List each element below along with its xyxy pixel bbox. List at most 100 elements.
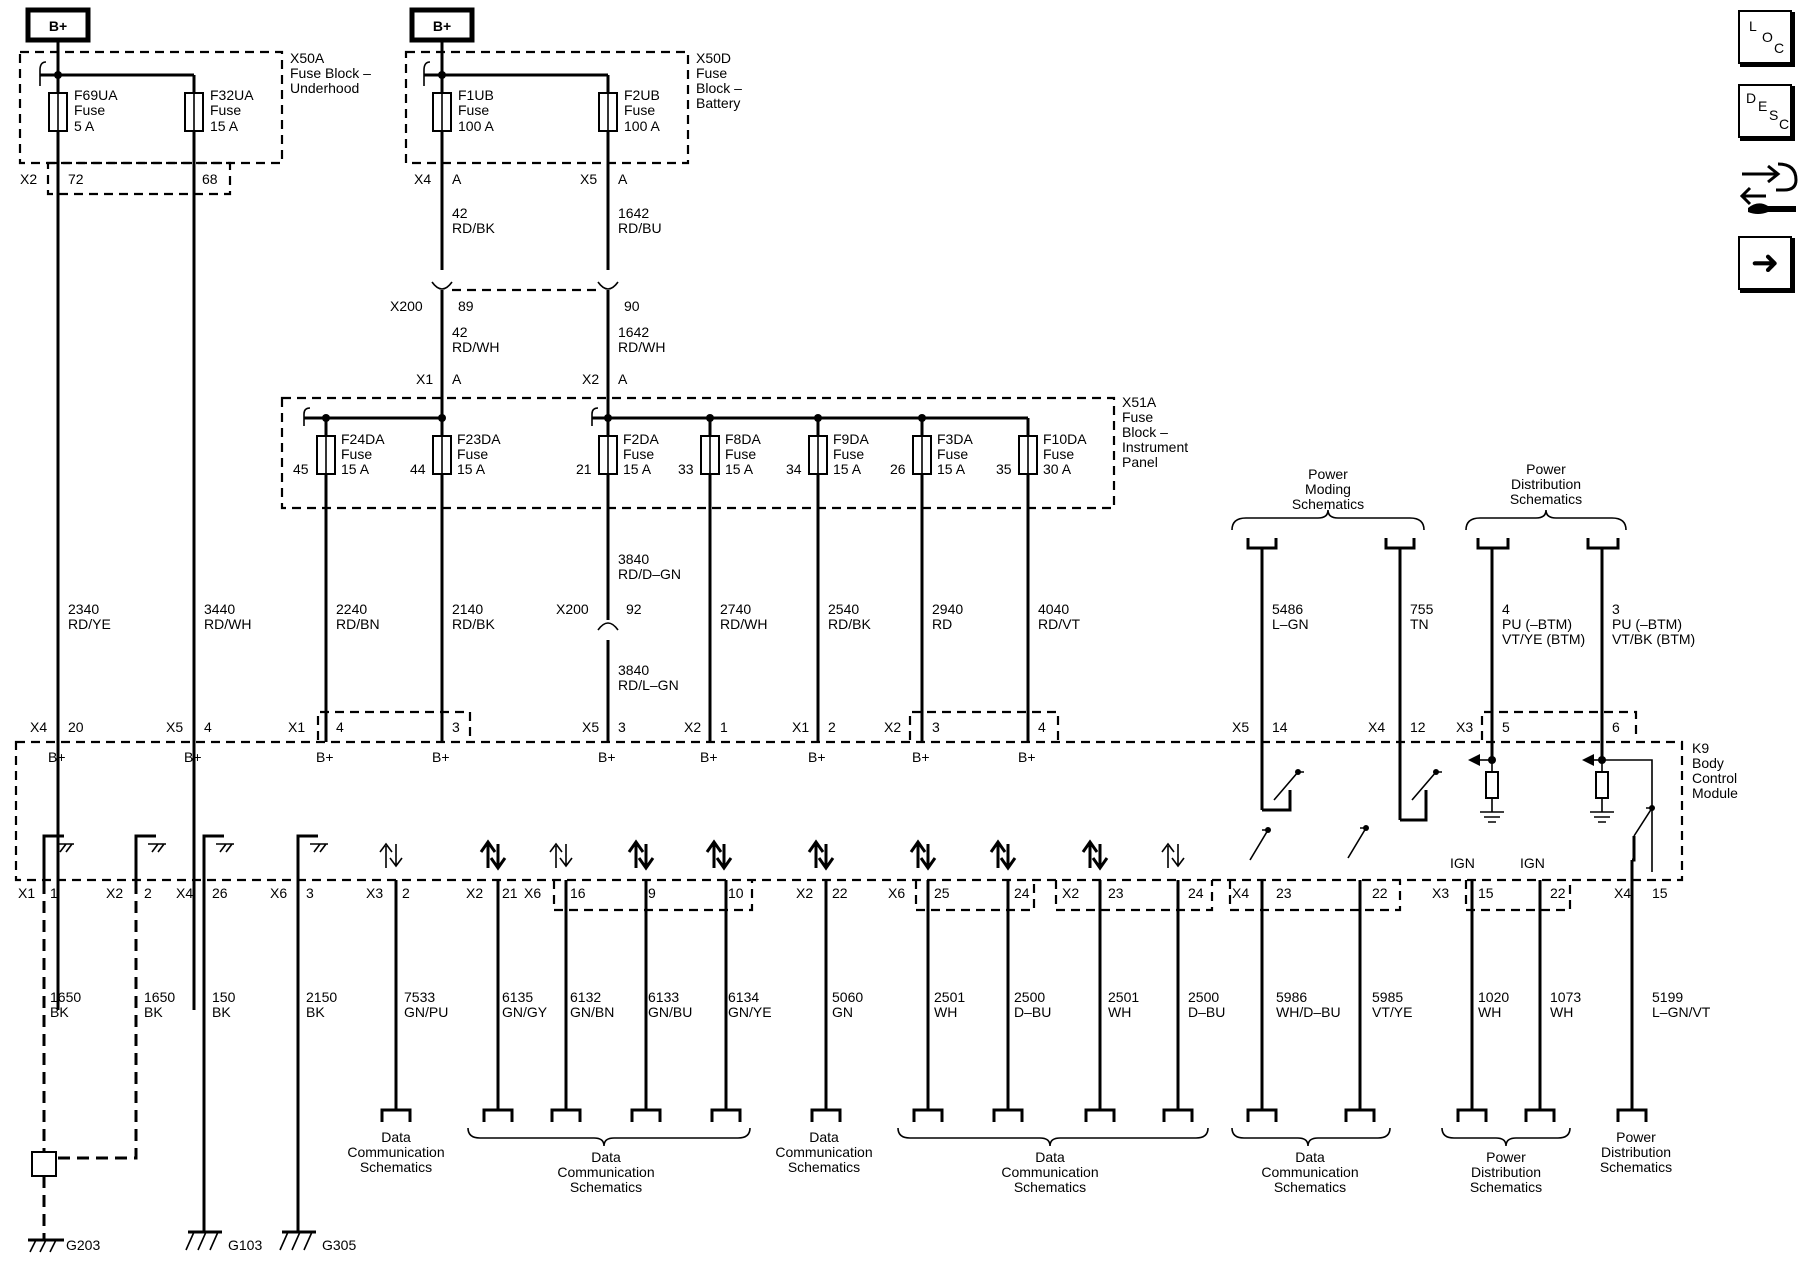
svg-text:X200: X200 xyxy=(390,298,423,314)
svg-text:Fuse: Fuse xyxy=(457,446,488,462)
x50a-labels: F69UA Fuse 5 A F32UA Fuse 15 A X50A Fuse… xyxy=(74,50,371,134)
svg-text:A: A xyxy=(618,171,628,187)
svg-text:F69UA: F69UA xyxy=(74,87,118,103)
svg-text:X4: X4 xyxy=(30,719,47,735)
svg-text:3: 3 xyxy=(452,719,460,735)
svg-text:Schematics: Schematics xyxy=(360,1159,432,1175)
svg-text:Module: Module xyxy=(1692,785,1738,801)
svg-text:X2: X2 xyxy=(582,371,599,387)
svg-text:1642: 1642 xyxy=(618,205,649,221)
svg-text:G203: G203 xyxy=(66,1237,100,1253)
svg-text:2940: 2940 xyxy=(932,601,963,617)
svg-text:4: 4 xyxy=(1038,719,1046,735)
svg-text:Power: Power xyxy=(1616,1129,1656,1145)
loc-letter: O xyxy=(1762,29,1773,45)
k9-body-control-module-outline xyxy=(14,740,1684,882)
svg-text:Battery: Battery xyxy=(696,95,740,111)
svg-text:VT/BK (BTM): VT/BK (BTM) xyxy=(1612,631,1695,647)
svg-text:22: 22 xyxy=(1372,885,1388,901)
svg-text:2: 2 xyxy=(144,885,152,901)
svg-text:90: 90 xyxy=(624,298,640,314)
svg-text:1650: 1650 xyxy=(144,989,175,1005)
svg-text:14: 14 xyxy=(1272,719,1288,735)
svg-text:PU (–BTM): PU (–BTM) xyxy=(1612,616,1682,632)
svg-text:Distribution: Distribution xyxy=(1471,1164,1541,1180)
svg-text:44: 44 xyxy=(410,461,426,477)
svg-text:X2: X2 xyxy=(1062,885,1079,901)
svg-text:23: 23 xyxy=(1108,885,1124,901)
svg-text:X4: X4 xyxy=(176,885,193,901)
svg-text:X2: X2 xyxy=(884,719,901,735)
svg-text:5: 5 xyxy=(1502,719,1510,735)
svg-text:X3: X3 xyxy=(366,885,383,901)
svg-text:100 A: 100 A xyxy=(458,118,494,134)
svg-text:Distribution: Distribution xyxy=(1601,1144,1671,1160)
svg-text:Schematics: Schematics xyxy=(1274,1179,1346,1195)
svg-text:5985: 5985 xyxy=(1372,989,1403,1005)
svg-text:GN/PU: GN/PU xyxy=(404,1004,448,1020)
svg-text:12: 12 xyxy=(1410,719,1426,735)
b-plus-right: B+ xyxy=(409,7,475,43)
svg-text:3: 3 xyxy=(306,885,314,901)
svg-text:15 A: 15 A xyxy=(725,461,754,477)
svg-text:4040: 4040 xyxy=(1038,601,1069,617)
svg-text:23: 23 xyxy=(1276,885,1292,901)
svg-text:1073: 1073 xyxy=(1550,989,1581,1005)
svg-text:15 A: 15 A xyxy=(833,461,862,477)
svg-text:RD/WH: RD/WH xyxy=(452,339,499,355)
svg-text:24: 24 xyxy=(1014,885,1030,901)
svg-text:5060: 5060 xyxy=(832,989,863,1005)
svg-text:A: A xyxy=(618,371,628,387)
svg-text:F8DA: F8DA xyxy=(725,431,761,447)
svg-text:Power: Power xyxy=(1308,466,1348,482)
svg-text:2: 2 xyxy=(402,885,410,901)
next-arrow-button[interactable]: ➜ xyxy=(1738,236,1795,293)
svg-text:F2UB: F2UB xyxy=(624,87,660,103)
svg-text:10: 10 xyxy=(728,885,744,901)
svg-text:26: 26 xyxy=(212,885,228,901)
svg-text:X200: X200 xyxy=(556,601,589,617)
svg-text:Data: Data xyxy=(1295,1149,1325,1165)
svg-text:Fuse: Fuse xyxy=(1043,446,1074,462)
svg-text:X51A: X51A xyxy=(1122,394,1157,410)
svg-text:RD/BK: RD/BK xyxy=(452,220,495,236)
svg-text:Fuse: Fuse xyxy=(74,102,105,118)
svg-text:WH: WH xyxy=(1478,1004,1501,1020)
svg-text:GN/BN: GN/BN xyxy=(570,1004,614,1020)
svg-text:B+: B+ xyxy=(432,749,450,765)
svg-text:B+: B+ xyxy=(700,749,718,765)
svg-text:X4: X4 xyxy=(1368,719,1385,735)
svg-text:X6: X6 xyxy=(524,885,541,901)
svg-text:6134: 6134 xyxy=(728,989,759,1005)
svg-text:B+: B+ xyxy=(49,18,67,34)
x51a-fuse-block-outline xyxy=(280,396,1116,510)
svg-text:15 A: 15 A xyxy=(341,461,370,477)
svg-text:X5: X5 xyxy=(1232,719,1249,735)
svg-text:Data: Data xyxy=(1035,1149,1065,1165)
svg-text:4: 4 xyxy=(1502,601,1510,617)
data-comm-schematics-598x: Data Communication Schematics xyxy=(1261,1149,1358,1195)
svg-text:2501: 2501 xyxy=(1108,989,1139,1005)
splice-box xyxy=(31,1151,57,1177)
data-comm-schematics-613x: Data Communication Schematics xyxy=(557,1149,654,1195)
svg-text:X1: X1 xyxy=(18,885,35,901)
svg-text:5 A: 5 A xyxy=(74,118,95,134)
svg-text:B+: B+ xyxy=(48,749,66,765)
svg-text:GN: GN xyxy=(832,1004,853,1020)
desc-button[interactable]: D E S C xyxy=(1738,84,1795,141)
loc-button[interactable]: L O C xyxy=(1738,10,1795,67)
power-dist-schematics-label-top: Power Distribution Schematics xyxy=(1510,461,1582,507)
connector-wrench-icon[interactable] xyxy=(1738,156,1800,218)
svg-text:X4: X4 xyxy=(414,171,431,187)
svg-text:16: 16 xyxy=(570,885,586,901)
svg-text:WH/D–BU: WH/D–BU xyxy=(1276,1004,1341,1020)
loc-letter: C xyxy=(1774,40,1785,56)
svg-text:X3: X3 xyxy=(1432,885,1449,901)
svg-text:Data: Data xyxy=(809,1129,839,1145)
svg-text:RD/BK: RD/BK xyxy=(452,616,495,632)
svg-text:2500: 2500 xyxy=(1014,989,1045,1005)
x50d-labels: F1UB Fuse 100 A F2UB Fuse 100 A X50D Fus… xyxy=(414,50,742,187)
svg-text:F3DA: F3DA xyxy=(937,431,973,447)
